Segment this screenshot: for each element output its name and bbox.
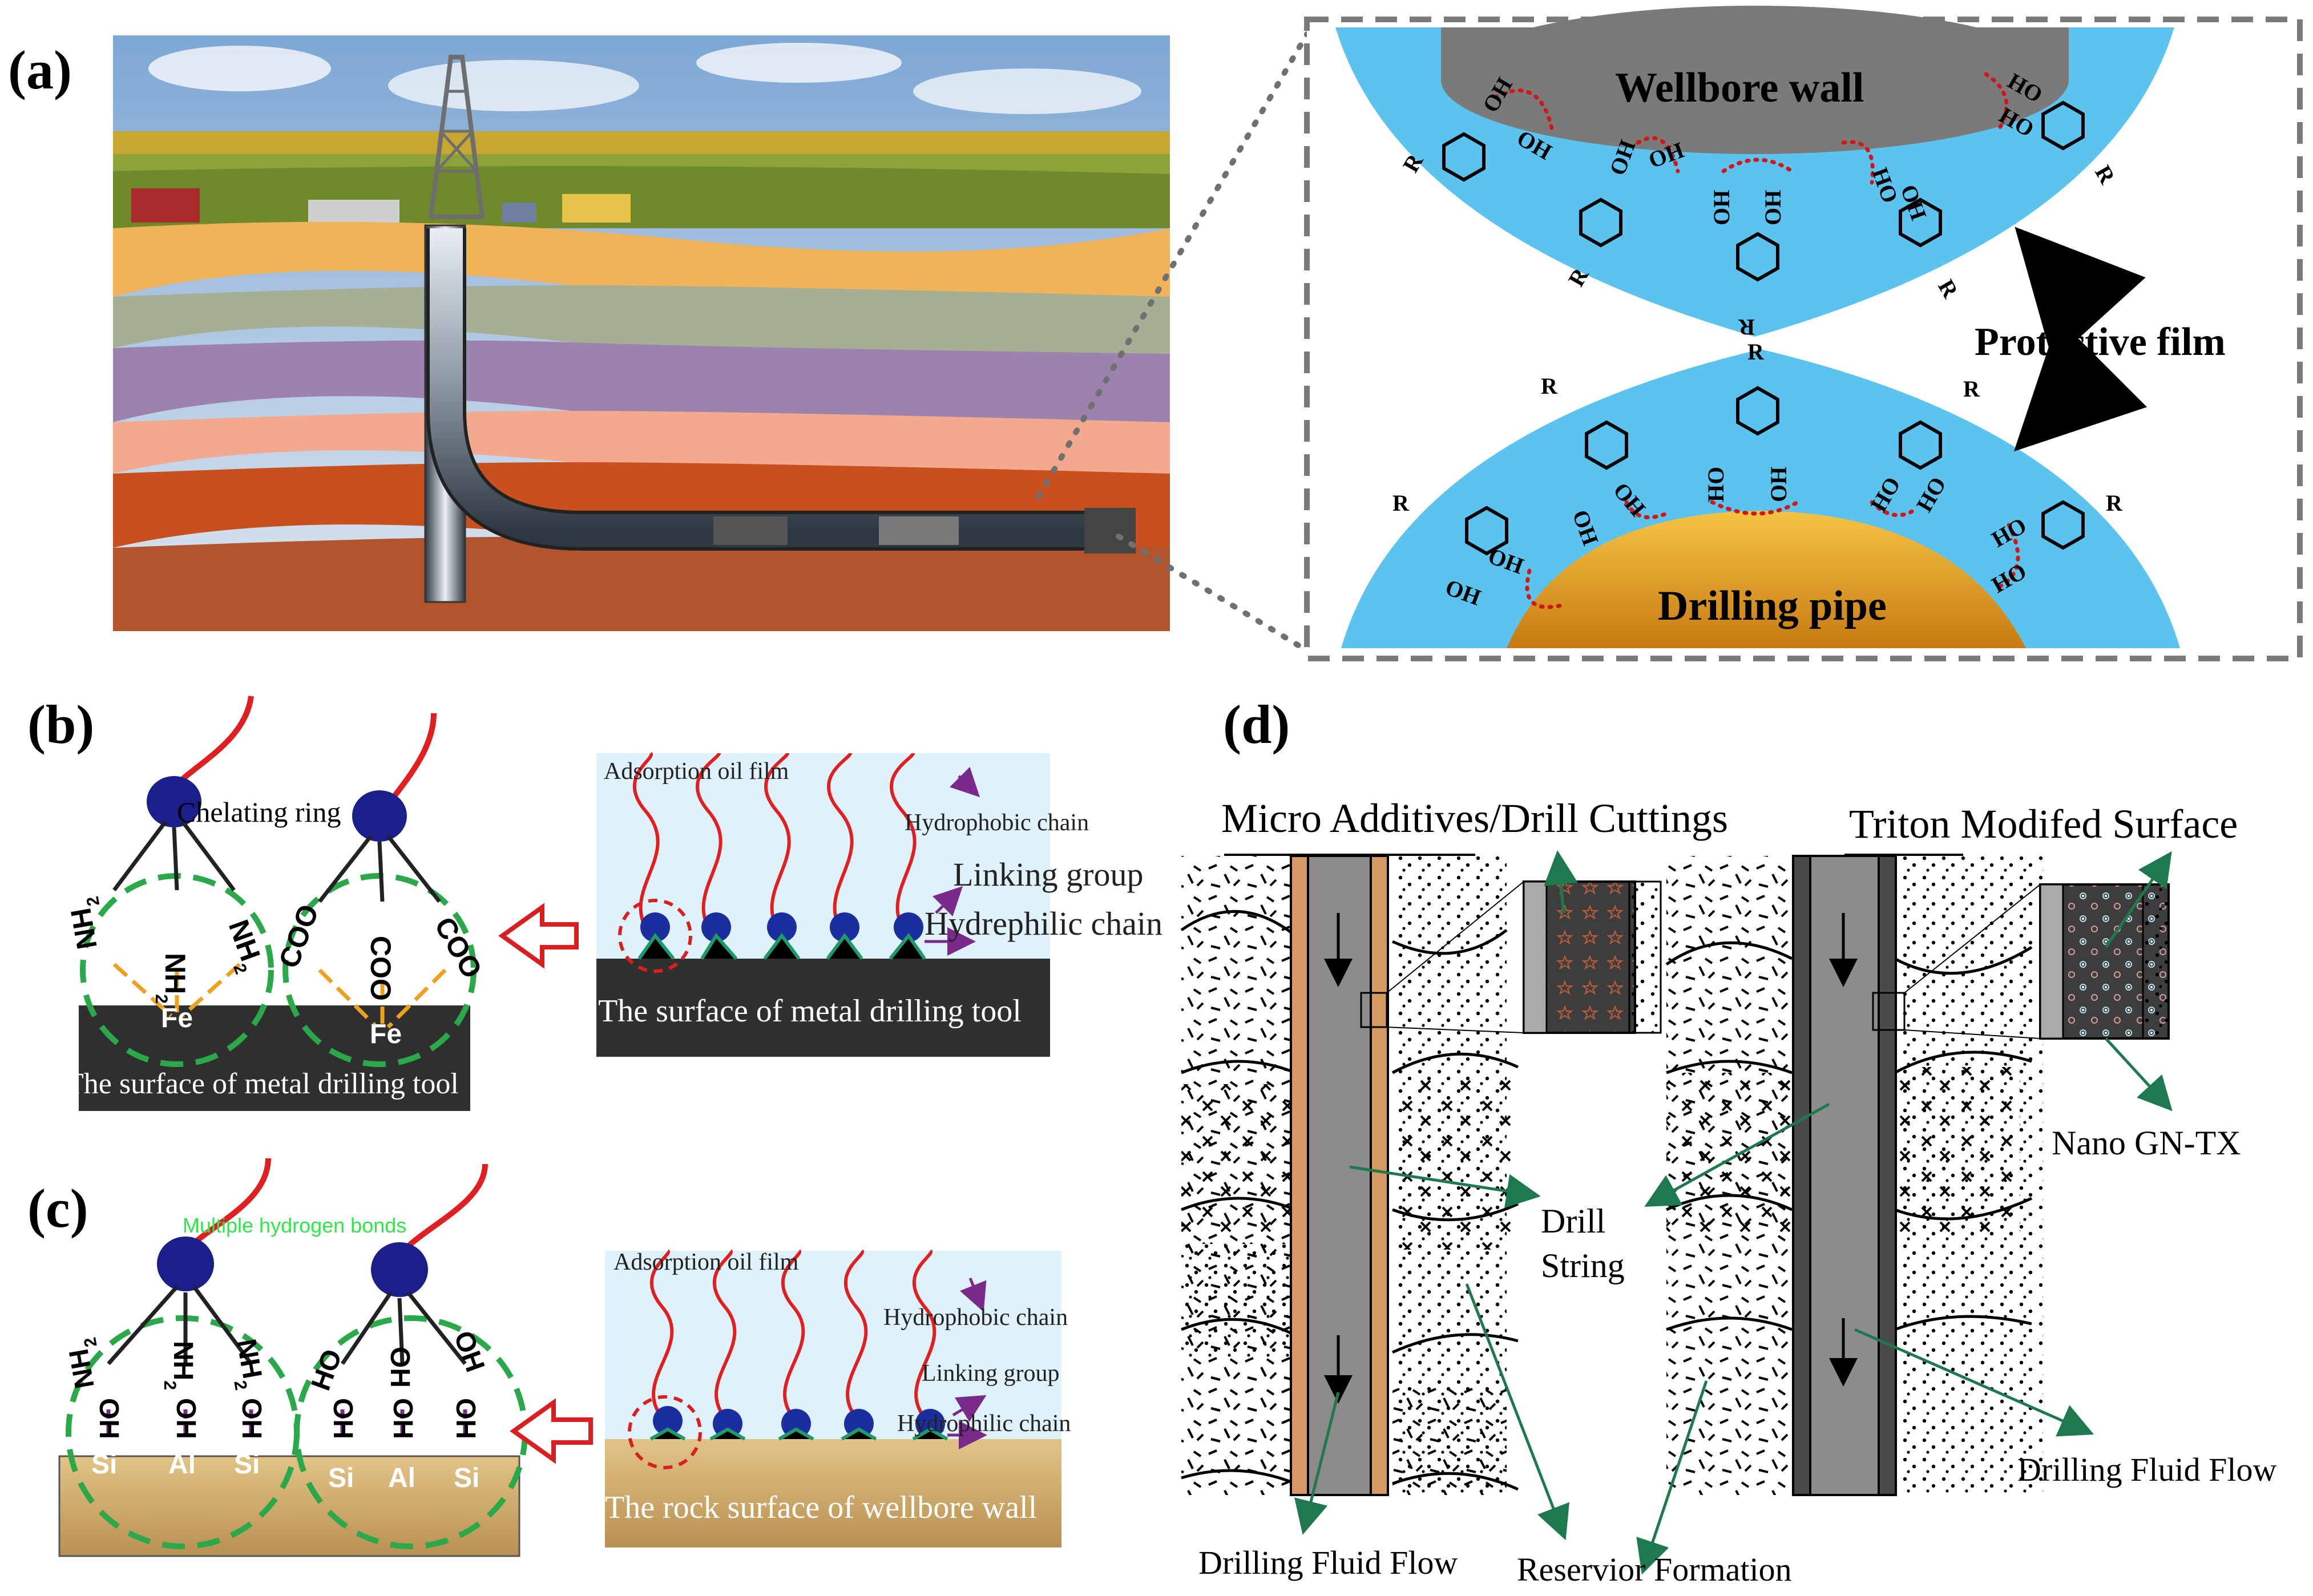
oh-label: OH bbox=[236, 1398, 267, 1439]
reservoir-formation-label: Reservior Formation bbox=[1517, 1551, 1792, 1588]
linking-group-label: Linking group bbox=[922, 1360, 1059, 1387]
ho-label: HO bbox=[1703, 467, 1729, 502]
triton-surface-title: Triton Modifed Surface bbox=[1849, 801, 2238, 847]
adsorption-oil-film-label: Adsorption oil film bbox=[604, 758, 789, 785]
panel-d-letter: (d) bbox=[1223, 694, 1290, 755]
si-label: Si bbox=[234, 1449, 260, 1480]
panel-a-letter: (a) bbox=[8, 39, 72, 100]
panel-c-letter: (c) bbox=[27, 1178, 88, 1239]
r-label: R bbox=[1963, 376, 1980, 402]
oh-label: OH bbox=[450, 1398, 481, 1439]
adsorption-film-b bbox=[596, 751, 1050, 1057]
nh2-label: NH2 bbox=[224, 1337, 269, 1392]
hydrogen-bond-illustration bbox=[58, 1158, 528, 1557]
micro-additives-title: Micro Additives/Drill Cuttings bbox=[1221, 795, 1728, 841]
hydrophobic-chain-label: Hydrophobic chain bbox=[883, 1304, 1068, 1331]
hydrophilic-chain-label: Hydrephilic chain bbox=[925, 905, 1162, 942]
nh2-label: NH2 bbox=[161, 1341, 199, 1390]
string-label: String bbox=[1541, 1247, 1625, 1284]
fe-label: Fe bbox=[161, 1003, 193, 1033]
linking-group-label: Linking group bbox=[953, 856, 1143, 893]
wellbore-cross-section bbox=[1180, 850, 2173, 1575]
hydrophobic-chain-label: Hydrophobic chain bbox=[905, 810, 1089, 836]
nano-gn-tx-label: Nano GN-TX bbox=[2052, 1124, 2241, 1162]
si-label: Si bbox=[328, 1463, 354, 1493]
nh2-label: NH2 bbox=[62, 1336, 107, 1391]
oh-label: OH bbox=[94, 1398, 124, 1439]
metal-surface-label-right: The surface of metal drilling tool bbox=[598, 993, 1022, 1029]
al-label: Al bbox=[168, 1449, 196, 1480]
drilling-pipe-label: Drilling pipe bbox=[1658, 583, 1887, 629]
panel-b-letter: (b) bbox=[27, 694, 94, 755]
left-arrow-icon bbox=[510, 1398, 593, 1464]
r-label: R bbox=[1541, 373, 1558, 399]
rock-surface-label: The rock surface of wellbore wall bbox=[605, 1490, 1037, 1525]
hydrophilic-chain-label: Hydrophilic chain bbox=[897, 1411, 1071, 1437]
r-label: R bbox=[1738, 314, 1755, 340]
oh-label: OH bbox=[385, 1347, 415, 1388]
drilling-fluid-flow-right-label: Drilling Fluid Flow bbox=[2017, 1451, 2277, 1488]
oh-label: OH bbox=[1766, 467, 1791, 502]
wellbore-wall-label: Wellbore wall bbox=[1615, 64, 1864, 111]
adsorption-film-c bbox=[605, 1249, 1061, 1547]
protective-film-illustration: OH OH R HO HO R OH OH R OH OH R HO OH R … bbox=[1335, 6, 2226, 648]
oh-label: OH bbox=[387, 1398, 418, 1439]
drill-label: Drill bbox=[1541, 1202, 1605, 1240]
al-label: Al bbox=[388, 1463, 415, 1493]
r-label: R bbox=[1392, 490, 1410, 516]
ho-label: HO bbox=[306, 1346, 348, 1395]
metal-surface-label-left: The surface of metal drilling tool bbox=[66, 1068, 459, 1100]
drilling-fluid-flow-left-label: Drilling Fluid Flow bbox=[1198, 1544, 1458, 1581]
nh2-label: NH2 bbox=[152, 953, 192, 1004]
oh-label: OH bbox=[171, 1398, 201, 1439]
coo-label: COO bbox=[428, 912, 488, 984]
left-arrow-icon bbox=[498, 903, 579, 969]
r-label: R bbox=[1747, 339, 1765, 365]
multiple-hydrogen-bonds-label: Multiple hydrogen bonds bbox=[183, 1214, 406, 1237]
chelating-ring-label: Chelating ring bbox=[177, 796, 341, 828]
coo-label: COO bbox=[273, 900, 325, 972]
r-label: R bbox=[2106, 490, 2123, 516]
fe-label: Fe bbox=[370, 1019, 402, 1049]
nh2-label: NH2 bbox=[63, 895, 110, 951]
oh-label: OH bbox=[1760, 190, 1786, 225]
si-label: Si bbox=[454, 1463, 479, 1493]
oh-label: OH bbox=[1709, 190, 1734, 225]
si-label: Si bbox=[91, 1449, 117, 1480]
oh-label: OH bbox=[328, 1398, 358, 1439]
protective-film-label: Protective film bbox=[1975, 320, 2226, 364]
adsorption-oil-film-label: Adsorption oil film bbox=[613, 1249, 799, 1275]
oh-label: OH bbox=[448, 1327, 490, 1376]
chelation-illustration bbox=[79, 696, 477, 1111]
drilling-illustration bbox=[113, 35, 1170, 631]
coo-label: COO bbox=[365, 936, 397, 1001]
